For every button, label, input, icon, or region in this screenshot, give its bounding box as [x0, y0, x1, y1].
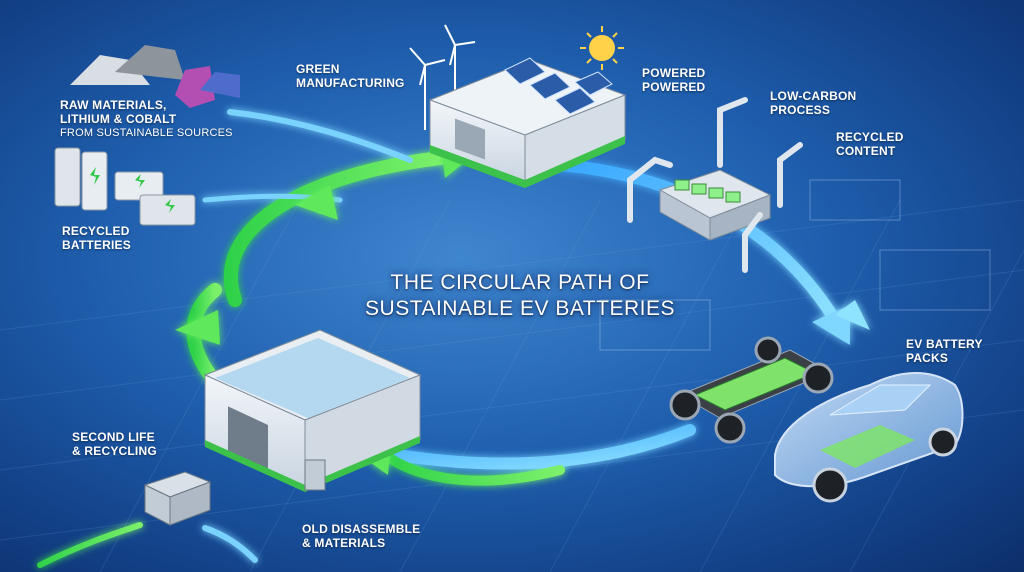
raw-materials-line2: LITHIUM & COBALT: [60, 112, 177, 126]
raw-materials-line1: RAW MATERIALS,: [60, 98, 167, 112]
recycled-batteries-line1: RECYCLED: [62, 224, 130, 238]
wind-turbine-icon: [409, 24, 476, 130]
battery-cluster-icon: [54, 147, 196, 226]
old-disassemble-line1: OLD DISASSEMBLE: [302, 522, 421, 536]
diagram-title: THE CIRCULAR PATH OF SUSTAINABLE EV BATT…: [300, 270, 740, 322]
powered-line1: POWERED: [642, 66, 706, 80]
factory-icon: [428, 59, 627, 188]
arrow-out-bottom-left: [37, 522, 143, 568]
sun-icon: [580, 26, 624, 70]
second-life-line1: SECOND LIFE: [72, 430, 155, 444]
label-raw-materials: RAW MATERIALS, LITHIUM & COBALT FROM SUS…: [60, 98, 233, 140]
arrow-green-return: [380, 450, 565, 486]
car-icon: [774, 372, 964, 503]
powered-line2: POWERED: [642, 80, 706, 94]
ev-chassis-icon: [669, 336, 834, 444]
raw-materials-line3: FROM SUSTAINABLE SOURCES: [60, 127, 233, 139]
label-recycled-batteries: RECYCLED BATTERIES: [62, 224, 131, 252]
label-old-disassemble: OLD DISASSEMBLE & MATERIALS: [302, 522, 420, 550]
ev-battery-packs-line1: EV BATTERY: [906, 337, 983, 351]
title-line2: SUSTAINABLE EV BATTERIES: [365, 297, 675, 320]
recycled-content-line2: CONTENT: [836, 144, 896, 158]
label-green-manufacturing: GREEN MANUFACTURING: [296, 62, 405, 90]
arrow-raw-in: [227, 109, 413, 163]
recycled-batteries-line2: BATTERIES: [62, 238, 131, 252]
low-carbon-line2: PROCESS: [770, 103, 831, 117]
low-carbon-line1: LOW-CARBON: [770, 89, 857, 103]
rock-pile-icon: [70, 45, 240, 108]
old-disassemble-line2: & MATERIALS: [302, 536, 386, 550]
green-manufacturing-line2: MANUFACTURING: [296, 76, 405, 90]
assembly-line-icon: [658, 169, 772, 241]
green-manufacturing-line1: GREEN: [296, 62, 340, 76]
arrow-to-second-life: [374, 424, 696, 470]
ev-battery-packs-line2: PACKS: [906, 351, 949, 365]
label-recycled-content: RECYCLED CONTENT: [836, 130, 904, 158]
recycled-content-line1: RECYCLED: [836, 130, 904, 144]
solar-panel-icon: [504, 57, 613, 115]
blueprint-sketch: [599, 179, 991, 351]
second-life-line2: & RECYCLING: [72, 444, 157, 458]
arrow-to-factory: [223, 151, 447, 307]
robot-arm-icon: [627, 97, 803, 273]
label-second-life: SECOND LIFE & RECYCLING: [72, 430, 157, 458]
recycling-facility-icon: [203, 329, 422, 492]
label-low-carbon-process: LOW-CARBON PROCESS: [770, 89, 856, 117]
cycle-arrows: [37, 109, 841, 568]
arrow-out-bottom: [202, 525, 258, 563]
label-powered: POWERED POWERED: [642, 66, 705, 94]
old-battery-icon: [143, 471, 212, 526]
title-line1: THE CIRCULAR PATH OF: [390, 271, 650, 294]
label-ev-battery-packs: EV BATTERY PACKS: [906, 337, 983, 365]
